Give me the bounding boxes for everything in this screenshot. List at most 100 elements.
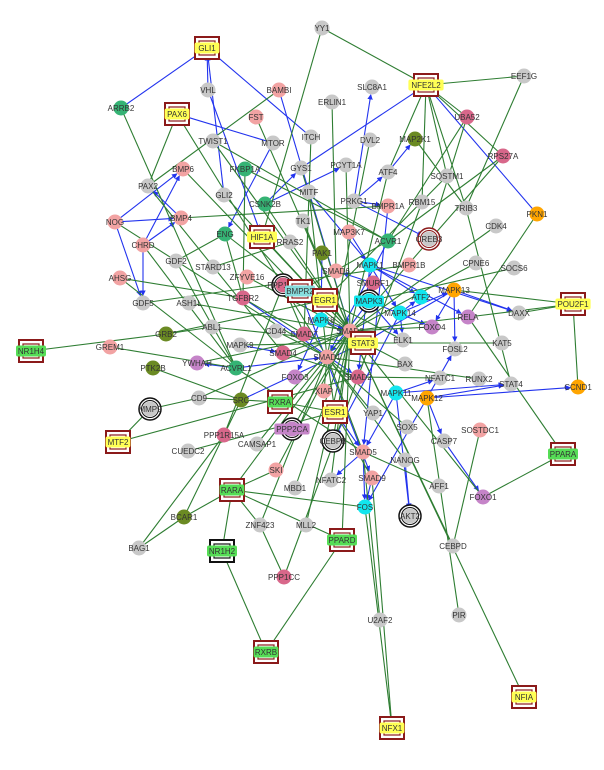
node-tgfbr2[interactable]: TGFBR2	[227, 290, 259, 306]
node-mapk1[interactable]: MAPK1	[356, 257, 384, 273]
node-ppp1cc[interactable]: PPP1CC	[268, 569, 300, 585]
node-foxo1[interactable]: FOXO1	[469, 489, 497, 505]
node-vhl[interactable]: VHL	[200, 82, 216, 98]
node-mitf[interactable]: MITF	[300, 184, 319, 200]
node-kat5[interactable]: KAT5	[492, 335, 512, 351]
node-cpne6[interactable]: CPNE6	[463, 255, 490, 271]
node-ppara[interactable]: PPARA	[548, 442, 578, 466]
node-bmpr1a[interactable]: BMPR1A	[372, 198, 406, 214]
node-rela[interactable]: RELA	[458, 309, 480, 325]
node-mapk8[interactable]: MAPK8	[307, 312, 335, 328]
node-ahsg[interactable]: AHSG	[109, 270, 132, 286]
node-yy1[interactable]: YY1	[314, 20, 330, 36]
node-socs6[interactable]: SOCS6	[500, 260, 528, 276]
node-nfatc2[interactable]: NFATC2	[316, 472, 347, 488]
node-dvl2[interactable]: DVL2	[360, 132, 381, 148]
node-hif1a[interactable]: HIF1A	[247, 225, 277, 249]
node-itch[interactable]: ITCH	[302, 129, 321, 145]
node-mapk12[interactable]: MAPK12	[411, 390, 443, 406]
node-bax[interactable]: BAX	[397, 356, 414, 372]
node-bmpr2[interactable]: BMPR2	[285, 279, 315, 303]
node-grb2[interactable]: GRB2	[155, 326, 177, 342]
node-gli1[interactable]: GLI1	[194, 36, 220, 60]
node-slc8a1[interactable]: SLC8A1	[357, 79, 387, 95]
node-pax2[interactable]: PAX2	[138, 178, 158, 194]
node-nanog[interactable]: NANOG	[390, 452, 420, 468]
node-nog[interactable]: NOG	[106, 214, 124, 230]
node-zfyve16[interactable]: ZFYVE16	[230, 269, 265, 285]
node-acvr1[interactable]: ACVR1	[375, 233, 402, 249]
node-gli2[interactable]: GLI2	[215, 187, 233, 203]
node-sostdc1[interactable]: SOSTDC1	[461, 422, 499, 438]
node-arrb2[interactable]: ARRB2	[108, 100, 135, 116]
node-ccnd1[interactable]: CCND1	[564, 379, 592, 395]
node-nfx1[interactable]: NFX1	[379, 716, 405, 740]
node-fst[interactable]: FST	[248, 109, 264, 125]
node-nr1h4[interactable]: NR1H4	[16, 339, 46, 363]
node-smad4[interactable]: SMAD4	[269, 345, 297, 361]
node-cd9[interactable]: CD9	[191, 390, 208, 406]
node-camsap1[interactable]: CAMSAP1	[238, 436, 277, 452]
node-eef1g[interactable]: EEF1G	[511, 68, 537, 84]
node-smad7[interactable]: SMAD7	[290, 326, 318, 342]
node-rara[interactable]: RARA	[219, 478, 245, 502]
node-ywhah[interactable]: YWHAH	[182, 355, 212, 371]
node-stat4[interactable]: STAT4	[499, 376, 523, 392]
node-sqstm1[interactable]: SQSTM1	[431, 168, 464, 184]
node-pax6[interactable]: PAX6	[164, 102, 190, 126]
node-smad2[interactable]: SMAD2	[344, 369, 372, 385]
node-mapk13[interactable]: MAPK13	[438, 282, 470, 298]
node-atf2[interactable]: ATF2	[412, 289, 432, 305]
node-nfe2l2[interactable]: NFE2L2	[408, 73, 444, 97]
node-map2k1[interactable]: MAP2K1	[399, 131, 431, 147]
node-nfatc1[interactable]: NFATC1	[425, 370, 456, 386]
node-acvrl1[interactable]: ACVRL1	[220, 360, 252, 376]
node-nfia[interactable]: NFIA	[511, 685, 537, 709]
node-bambi[interactable]: BAMBI	[267, 82, 292, 98]
node-foxo3[interactable]: FOXO3	[281, 369, 309, 385]
node-smad5[interactable]: SMAD5	[349, 444, 377, 460]
node-tk1[interactable]: TK1	[295, 213, 311, 229]
node-stard13[interactable]: STARD13	[195, 259, 231, 275]
node-twist1[interactable]: TWIST1	[198, 133, 228, 149]
node-chrd[interactable]: CHRD	[131, 237, 155, 253]
node-foxo4[interactable]: FOXO4	[418, 319, 446, 335]
node-ski[interactable]: SKI	[268, 462, 284, 478]
node-mapk3[interactable]: MAPK3	[354, 289, 384, 313]
node-gys1[interactable]: GYS1	[290, 160, 312, 176]
node-mll2[interactable]: MLL2	[296, 517, 317, 533]
node-mapk9[interactable]: MAPK9	[226, 337, 254, 353]
node-xiap[interactable]: XIAP	[315, 383, 333, 399]
node-akt2[interactable]: AKT2	[398, 504, 422, 528]
node-atf4[interactable]: ATF4	[379, 164, 399, 180]
node-smad6[interactable]: SMAD6	[322, 263, 350, 279]
node-daxx[interactable]: DAXX	[508, 305, 531, 321]
node-map3k7[interactable]: MAP3K7	[333, 224, 365, 240]
node-cebpb[interactable]: CEBPB	[319, 429, 347, 453]
node-erlin1[interactable]: ERLIN1	[318, 94, 347, 110]
node-mapk14[interactable]: MAPK14	[384, 305, 416, 321]
node-cuedc2[interactable]: CUEDC2	[172, 443, 205, 459]
node-mapk11[interactable]: MAPK11	[381, 385, 413, 401]
node-u2af2[interactable]: U2AF2	[368, 612, 393, 628]
node-nr1h2[interactable]: NR1H2	[207, 539, 237, 563]
node-mtor[interactable]: MTOR	[261, 135, 285, 151]
node-cebpd[interactable]: CEBPD	[439, 538, 467, 554]
node-mmp9[interactable]: MMP9	[138, 397, 162, 421]
node-egr1[interactable]: EGR1	[312, 288, 338, 312]
node-prkg1[interactable]: PRKG1	[340, 193, 368, 209]
node-ppp1r15a[interactable]: PPP1R15A	[204, 427, 245, 443]
node-runx2[interactable]: RUNX2	[465, 371, 493, 387]
node-rxrb[interactable]: RXRB	[253, 640, 279, 664]
node-pak1[interactable]: PAK1	[312, 245, 332, 261]
node-eng[interactable]: ENG	[216, 226, 234, 242]
node-bag1[interactable]: BAG1	[128, 540, 150, 556]
node-elk1[interactable]: ELK1	[393, 332, 413, 348]
node-rps27a[interactable]: RPS27A	[488, 148, 519, 164]
node-gdf5[interactable]: GDF5	[132, 295, 154, 311]
node-mbd1[interactable]: MBD1	[284, 480, 307, 496]
node-bcar1[interactable]: BCAR1	[171, 509, 198, 525]
node-cd44[interactable]: CD44	[266, 323, 287, 339]
node-bmpr1b[interactable]: BMPR1B	[393, 257, 426, 273]
node-cdk4[interactable]: CDK4	[485, 218, 507, 234]
